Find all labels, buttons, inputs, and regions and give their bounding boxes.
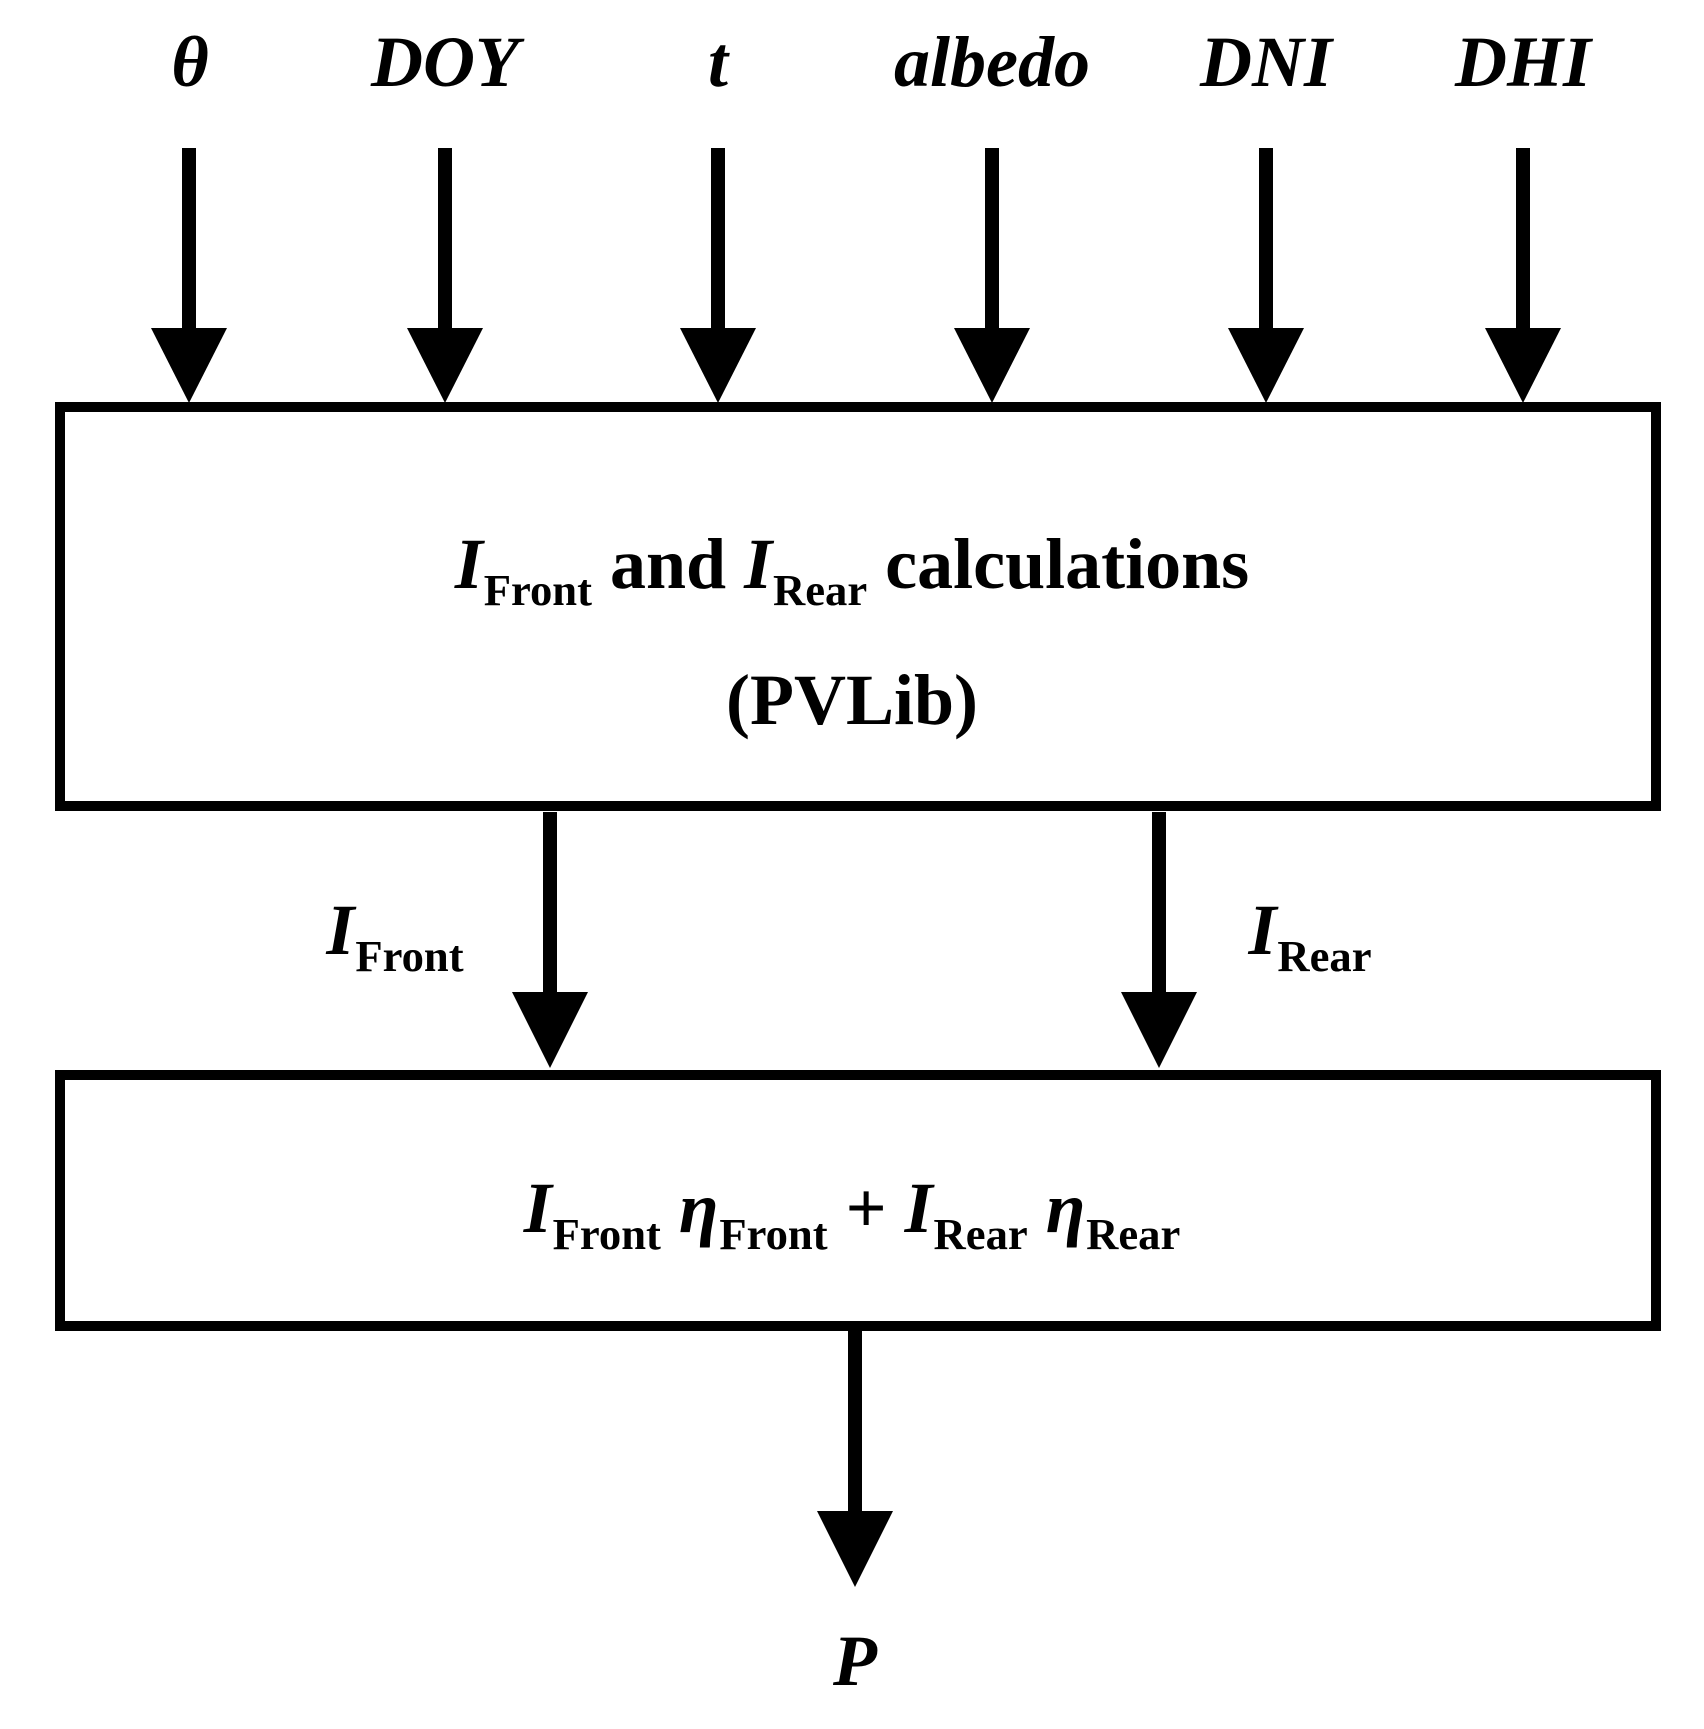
arrow-theta-head [151,328,227,403]
calculations-text: calculations [885,524,1250,604]
arrow-dhi-shaft [1516,148,1530,328]
arrow-doy-shaft [438,148,452,328]
calc-box-title: IFront and IRear calculations [455,528,1249,612]
input-label-t: t [707,22,729,102]
edge-label-rear: IRear [1248,894,1371,978]
arrow-t-head [680,328,756,403]
formula-i-rear-sub: Rear [933,1208,1028,1259]
formula-eta-rear: η [1045,1168,1086,1248]
arrow-theta-shaft [182,148,196,328]
output-label-p: P [833,1621,877,1701]
power-box [55,1070,1661,1331]
formula-i-front: I [523,1168,552,1248]
arrow-rear-shaft [1152,812,1166,992]
calc-box-subtitle: (PVLib) [726,660,978,740]
arrow-output-shaft [848,1331,862,1511]
arrow-albedo-head [954,328,1030,403]
arrow-dhi-head [1485,328,1561,403]
edge-front-subscript: Front [355,930,464,981]
arrow-rear-head [1121,992,1197,1068]
formula-eta-front-sub: Front [719,1208,828,1259]
rear-subscript: Rear [773,564,868,615]
middle-arrows [512,812,1197,1068]
edge-rear-subscript: Rear [1277,930,1372,981]
input-arrows [151,148,1561,403]
output-arrow [817,1331,893,1587]
and-text: and [610,524,727,604]
formula-i-front-sub: Front [552,1208,661,1259]
arrow-front-shaft [543,812,557,992]
input-label-dhi: DHI [1454,22,1592,102]
formula-eta-rear-sub: Rear [1086,1208,1181,1259]
formula-eta-front: η [678,1168,719,1248]
input-label-albedo: albedo [894,22,1090,102]
formula-i-rear: I [904,1168,933,1248]
input-label-dni: DNI [1199,22,1333,102]
edge-rear-symbol: I [1248,890,1277,970]
front-subscript: Front [483,564,592,615]
arrow-output-head [817,1511,893,1587]
arrow-doy-head [407,328,483,403]
arrow-front-head [512,992,588,1068]
edge-front-symbol: I [326,890,355,970]
i-rear-symbol: I [744,524,773,604]
arrow-t-shaft [711,148,725,328]
i-front-symbol: I [454,524,483,604]
input-label-doy: DOY [371,22,519,102]
calc-box [55,402,1661,811]
edge-label-front: IFront [326,894,463,978]
arrow-albedo-shaft [985,148,999,328]
power-formula: IFront ηFront + IRear ηRear [524,1172,1181,1256]
arrow-dni-shaft [1259,148,1273,328]
arrow-dni-head [1228,328,1304,403]
input-label-theta: θ [171,22,209,102]
formula-plus: + [845,1168,887,1248]
